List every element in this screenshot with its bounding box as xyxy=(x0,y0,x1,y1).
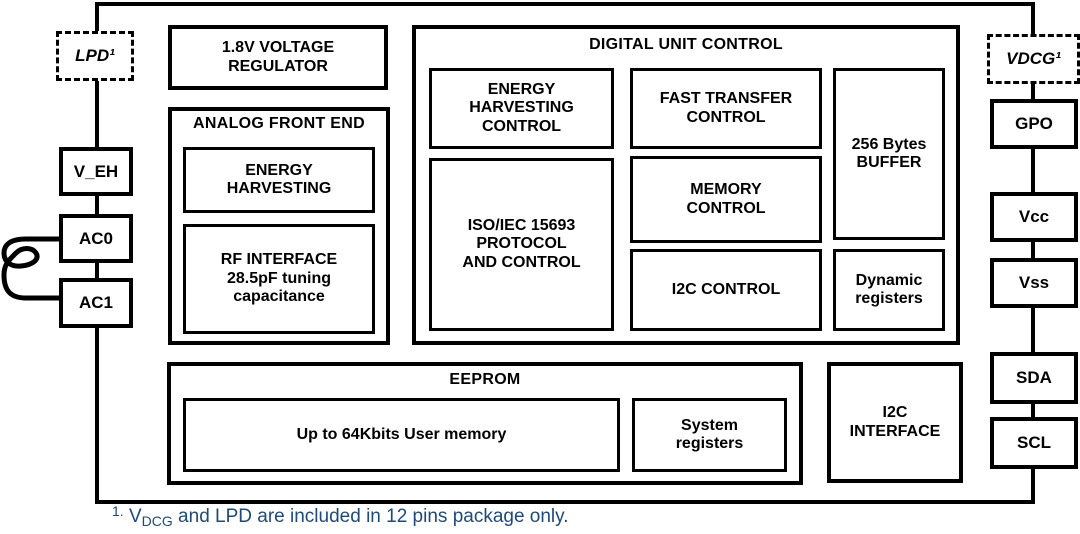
block-iso-iec-15693-protocol: ISO/IEC 15693 PROTOCOL AND CONTROL xyxy=(429,158,614,331)
pad-scl: SCL xyxy=(990,417,1078,469)
digital-unit-control-title: DIGITAL UNIT CONTROL xyxy=(589,36,783,53)
block-memory-control: MEMORY CONTROL xyxy=(630,156,822,243)
pad-ac1: AC1 xyxy=(59,278,133,328)
block-i2c-interface: I2C INTERFACE xyxy=(827,362,963,483)
footnote: 1. VDCG and LPD are included in 12 pins … xyxy=(112,503,569,529)
pad-vdcg: VDCG¹ xyxy=(987,34,1080,84)
block-fast-transfer-control: FAST TRANSFER CONTROL xyxy=(630,68,822,149)
block-rf-interface: RF INTERFACE 28.5pF tuning capacitance xyxy=(183,224,375,334)
block-voltage-regulator: 1.8V VOLTAGE REGULATOR xyxy=(168,25,388,90)
pad-lpd: LPD¹ xyxy=(56,31,134,81)
pad-ac0: AC0 xyxy=(59,214,133,263)
analog-front-end-title: ANALOG FRONT END xyxy=(193,115,365,132)
block-system-registers: System registers xyxy=(632,398,787,472)
pad-vss: Vss xyxy=(990,258,1078,308)
antenna-coil-icon xyxy=(1,236,62,301)
block-user-memory: Up to 64Kbits User memory xyxy=(183,398,620,472)
eeprom-title: EEPROM xyxy=(449,371,521,388)
pad-sda: SDA xyxy=(990,352,1078,404)
footnote-text: and LPD are included in 12 pins package … xyxy=(172,506,569,527)
pad-gpo: GPO xyxy=(990,99,1078,149)
block-256-bytes-buffer: 256 Bytes BUFFER xyxy=(833,68,945,240)
footnote-vdcg-subscript: DCG xyxy=(141,513,173,529)
block-dynamic-registers: Dynamic registers xyxy=(833,249,945,331)
block-energy-harvesting-control: ENERGY HARVESTING CONTROL xyxy=(429,68,614,149)
block-energy-harvesting: ENERGY HARVESTING xyxy=(183,147,375,213)
block-i2c-control: I2C CONTROL xyxy=(630,249,822,331)
pad-vcc: Vcc xyxy=(990,192,1078,242)
footnote-marker: 1. xyxy=(112,503,124,519)
pad-v-eh: V_EH xyxy=(59,147,133,196)
footnote-vdcg: V xyxy=(128,506,142,527)
